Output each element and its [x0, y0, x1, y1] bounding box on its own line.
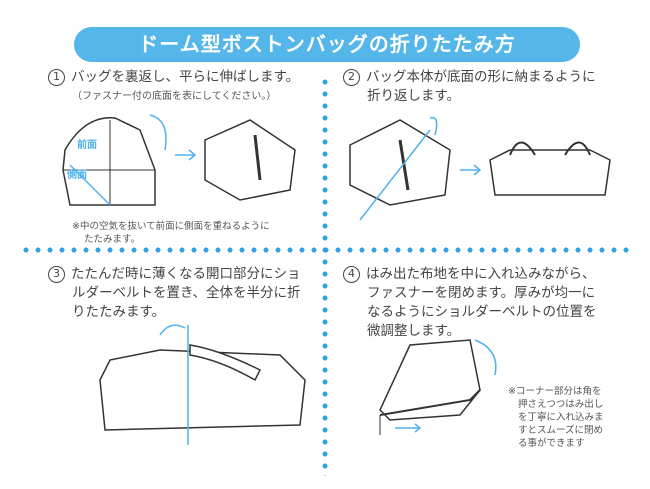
- label-side: 側面: [66, 168, 87, 181]
- step-line: はみ出た布地を中に入れ込みながら、: [366, 266, 596, 282]
- step-line: バッグ本体が底面の形に納まるように: [366, 69, 596, 85]
- step-2-illustration: [349, 116, 611, 221]
- step-line: たたんだ時に薄くなる開口部分にショ: [71, 266, 301, 282]
- step-line: ルダーベルトを置き、全体を半分に折: [72, 285, 301, 301]
- step-number: 2: [343, 69, 360, 86]
- step-number: 4: [343, 266, 360, 283]
- note-line: 押さえつつはみ出し: [518, 399, 604, 410]
- vertical-divider: [322, 76, 328, 476]
- note-line: たたみます。: [84, 234, 141, 245]
- note-line: を丁寧に入れ込みま: [518, 412, 604, 423]
- arrow-right-icon: [460, 164, 482, 176]
- step-line: 折り返します。: [367, 88, 461, 104]
- note-line: ※中の空気を抜いて前面に側面を重ねるように: [72, 221, 270, 232]
- step-3-illustration: [99, 324, 306, 445]
- step-4-text: 4 はみ出た布地を中に入れ込みながら、 ファスナーを閉めます。厚みが均一に なるよ…: [343, 265, 597, 341]
- step-1-illustration: 前面 側面: [62, 114, 296, 206]
- arrow-right-icon: [395, 423, 422, 433]
- step-number: 3: [48, 266, 65, 283]
- note-line: ※コーナー部分は角を: [508, 386, 602, 397]
- step-1-note: ※中の空気を抜いて前面に側面を重ねるように たたみます。: [72, 220, 270, 246]
- step-number: 1: [48, 69, 65, 86]
- step-line: バッグを裏返し、平らに伸ばします。: [71, 69, 300, 85]
- note-line: る事ができます: [518, 438, 585, 449]
- arrow-right-icon: [175, 149, 197, 161]
- horizontal-divider: [20, 247, 632, 253]
- step-3-text: 3 たたんだ時に薄くなる開口部分にショ ルダーベルトを置き、全体を半分に折 りたた…: [48, 265, 301, 322]
- step-4-illustration: [379, 339, 497, 435]
- step-line: りたたみます。: [72, 304, 166, 320]
- page-title: ドーム型ボストンバッグの折りたたみ方: [74, 27, 580, 62]
- note-line: すとスムーズに閉め: [518, 425, 604, 436]
- step-4-note: ※コーナー部分は角を 押さえつつはみ出し を丁寧に入れ込みま すとスムーズに閉め…: [508, 385, 604, 450]
- step-subnote: （ファスナー付の底面を表にしてください。）: [72, 91, 277, 102]
- step-1-text: 1 バッグを裏返し、平らに伸ばします。 （ファスナー付の底面を表にしてください。）: [48, 68, 299, 106]
- label-front: 前面: [77, 138, 97, 151]
- step-line: ファスナーを閉めます。厚みが均一に: [367, 285, 596, 301]
- step-line: なるようにショルダーベルトの位置を: [367, 304, 597, 320]
- step-2-text: 2 バッグ本体が底面の形に納まるように 折り返します。: [343, 68, 596, 106]
- step-line: 微調整します。: [367, 323, 461, 339]
